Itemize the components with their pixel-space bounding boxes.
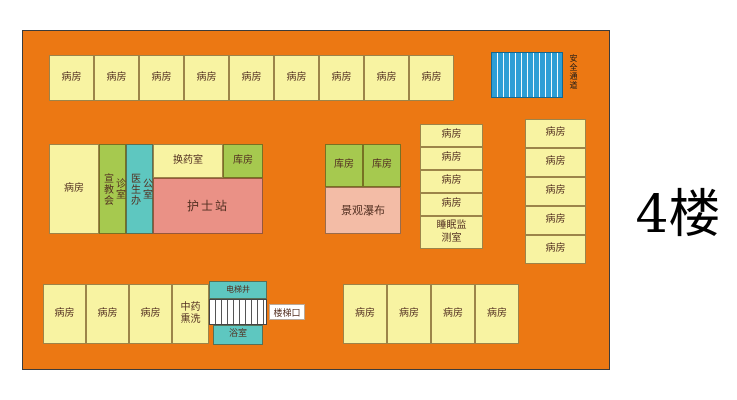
ward-room: 病房: [387, 284, 431, 344]
storage-room: 库房: [325, 144, 363, 187]
ward-room: 病房: [139, 55, 184, 101]
ward-room: 病房: [43, 284, 86, 344]
dressing-room: 换药室: [153, 144, 223, 178]
elevator-shaft: 电梯井: [209, 281, 267, 299]
ward-room: 病房: [420, 193, 483, 216]
stairs-hatch: [209, 299, 267, 325]
ward-room: 病房: [420, 147, 483, 170]
ward-room: 病房: [343, 284, 387, 344]
ward-room: 病房: [364, 55, 409, 101]
education-consult-room: 宣教会诊室: [99, 144, 126, 234]
safety-passage-hatch: [491, 52, 563, 98]
ward-room: 病房: [525, 148, 586, 177]
ward-room: 病房: [49, 144, 99, 234]
ward-room: 病房: [229, 55, 274, 101]
doctor-office: 医生办公室: [126, 144, 153, 234]
ward-room: 病房: [420, 124, 483, 147]
ward-room: 病房: [409, 55, 454, 101]
ward-room: 病房: [86, 284, 129, 344]
ward-room: 病房: [525, 119, 586, 148]
floor-number-label: 4楼: [635, 185, 721, 245]
ward-room: 病房: [184, 55, 229, 101]
ward-room: 病房: [420, 170, 483, 193]
ward-room: 病房: [129, 284, 172, 344]
ward-room: 病房: [319, 55, 364, 101]
floorplan-area: 病房 病房 病房 病房 病房 病房 病房 病房 病房 安全通道 病房 宣教会诊室…: [22, 30, 610, 370]
room-label: 医生办公室: [128, 172, 152, 206]
sleep-monitor-room: 睡眠监测室: [420, 216, 483, 249]
ward-room: 病房: [525, 177, 586, 206]
ward-room: 病房: [525, 206, 586, 235]
ward-room: 病房: [475, 284, 519, 344]
scenic-waterfall: 景观瀑布: [325, 187, 401, 234]
ward-room: 病房: [431, 284, 475, 344]
ward-room: 病房: [94, 55, 139, 101]
safety-passage-label: 安全通道: [569, 54, 578, 90]
bathroom: 浴室: [213, 325, 263, 345]
ward-room: 病房: [525, 235, 586, 264]
room-label: 宣教会诊室: [101, 172, 125, 206]
storage-room: 库房: [223, 144, 263, 178]
ward-room: 病房: [49, 55, 94, 101]
herbal-wash-room: 中药熏洗: [172, 284, 209, 344]
nurse-station: 护士站: [153, 178, 263, 234]
storage-room: 库房: [363, 144, 401, 187]
ward-room: 病房: [274, 55, 319, 101]
stair-entrance-label: 楼梯口: [269, 304, 305, 320]
